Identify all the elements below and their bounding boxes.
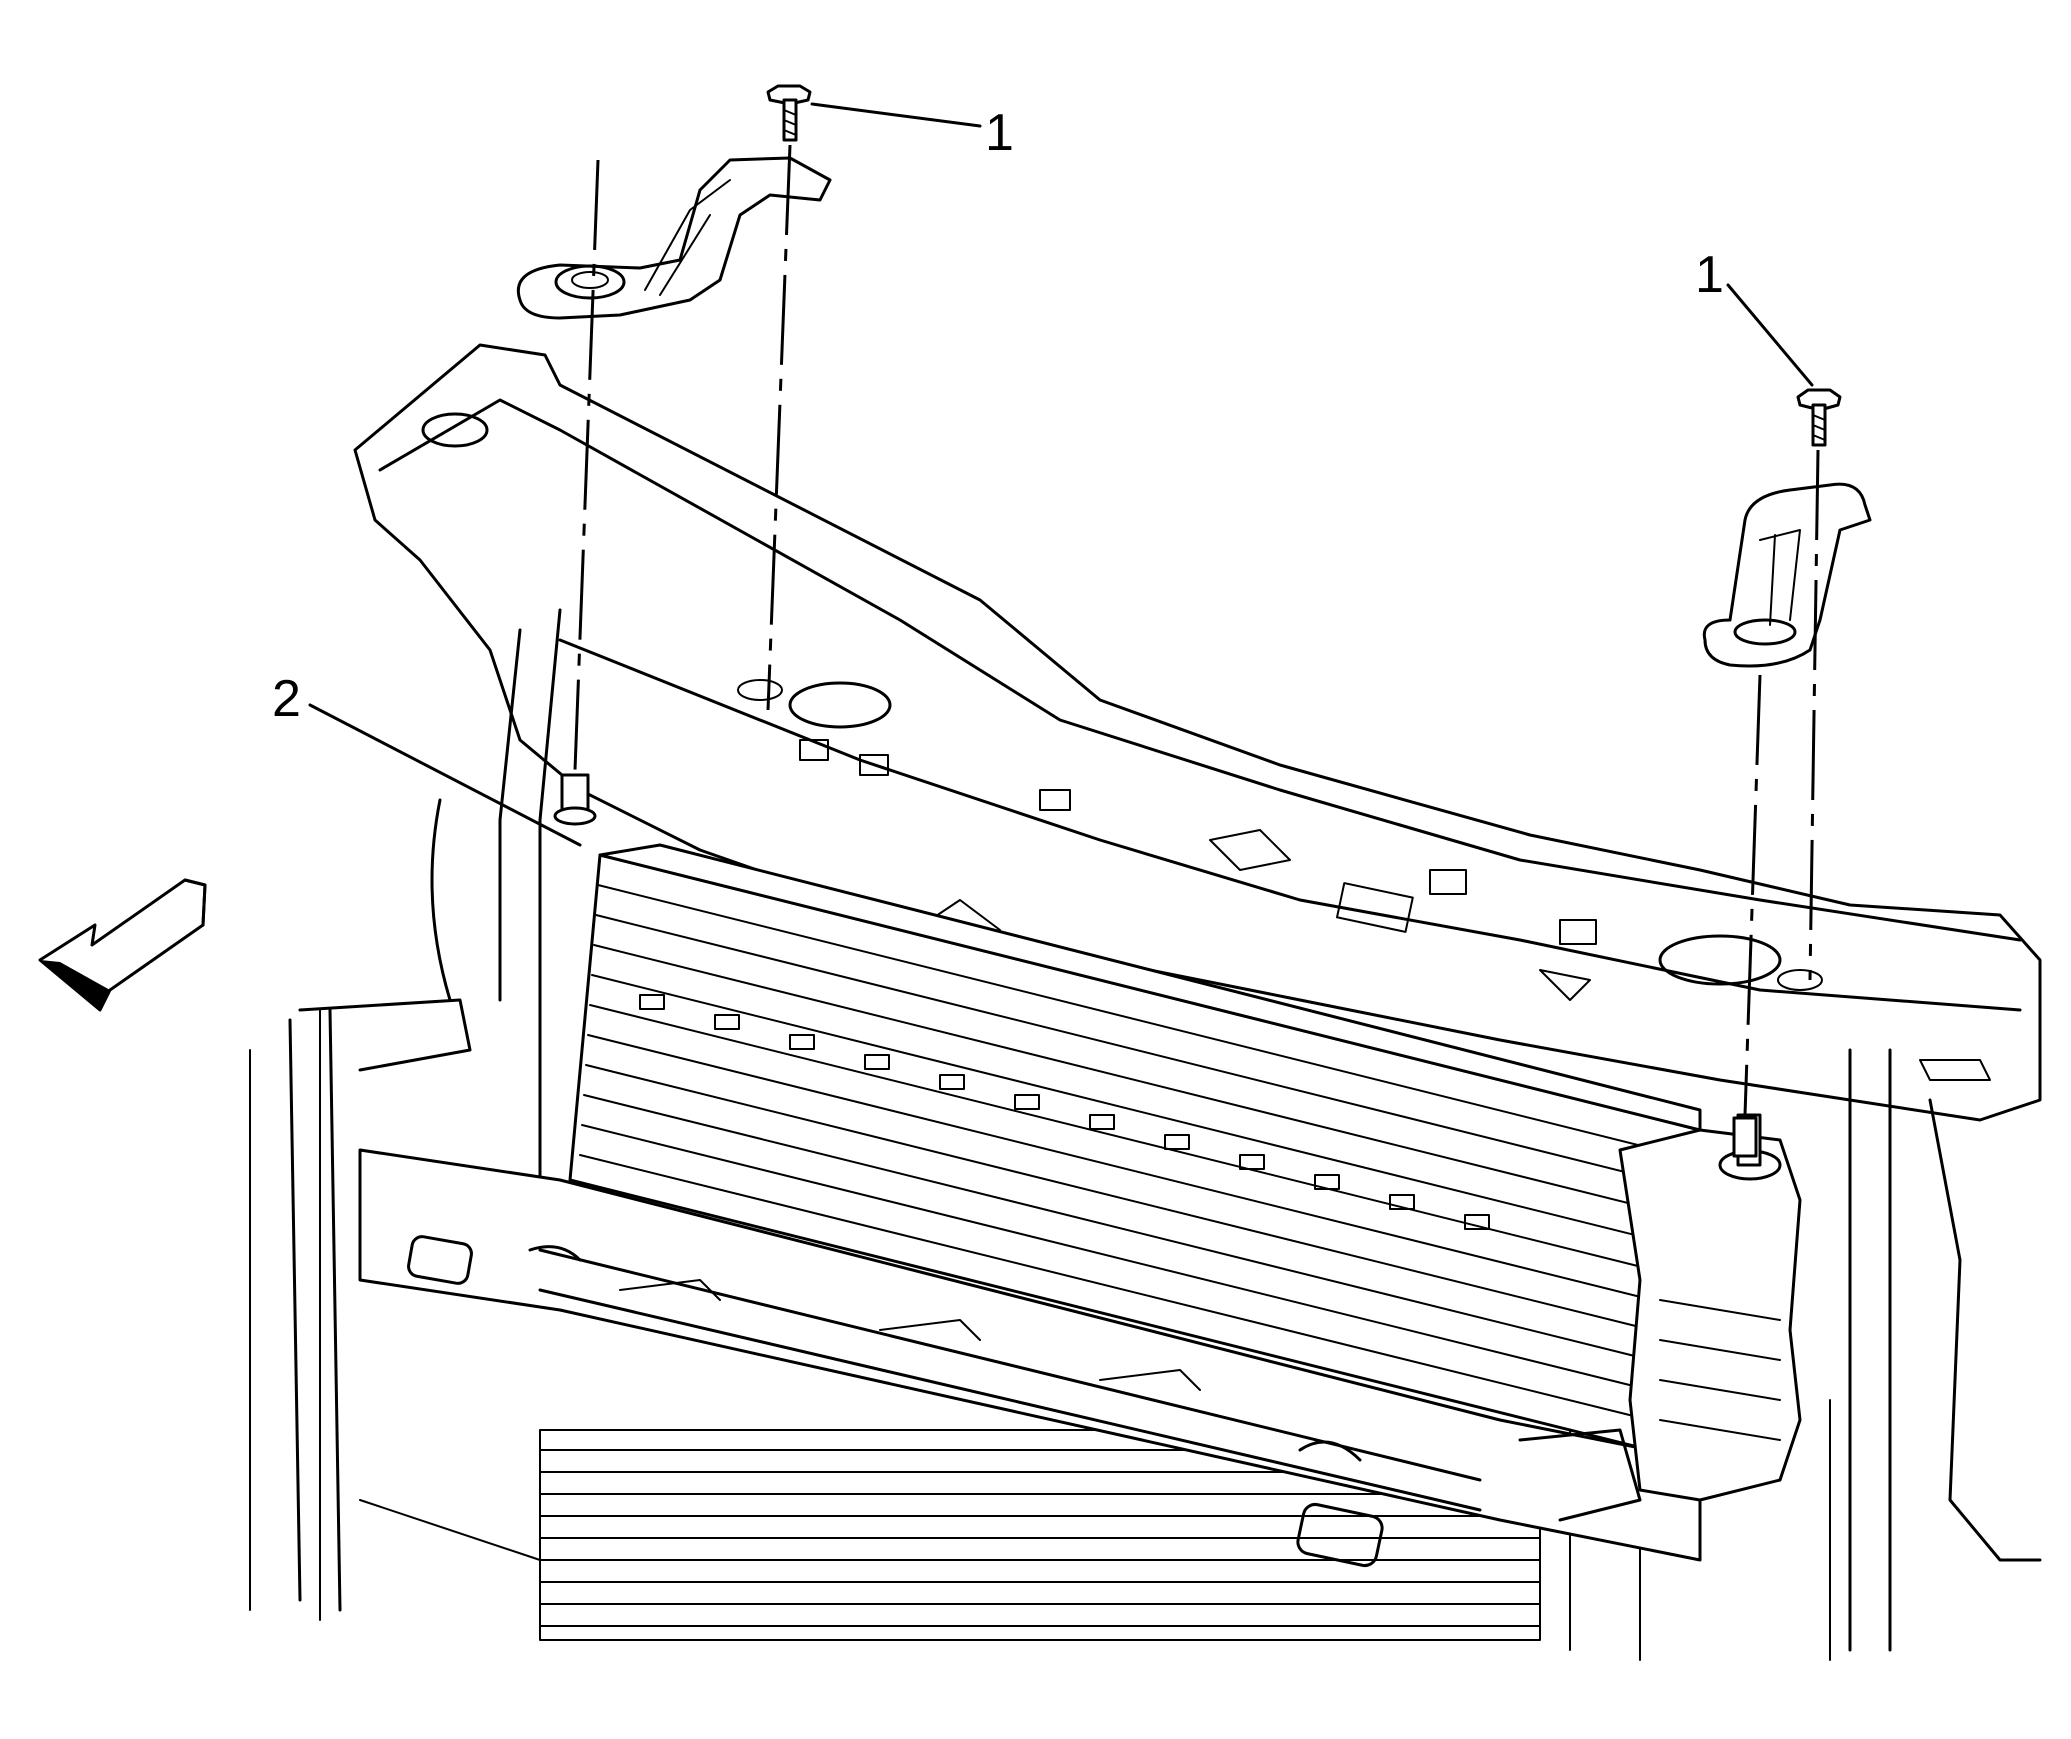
callout-2: 2 (272, 670, 301, 728)
left-bracket (517, 156, 832, 826)
alignment-lines (573, 144, 1820, 1116)
callout-1-top: 1 (985, 104, 1014, 162)
callout-leaders (308, 102, 1814, 847)
left-side-structure (288, 608, 562, 1612)
radiator-core (568, 843, 1702, 1462)
front-direction-arrow-icon (38, 878, 207, 1012)
callout-1-right: 1 (1695, 246, 1724, 304)
lower-crossmember (358, 1148, 1702, 1568)
upper-tie-bar (353, 343, 2042, 1122)
bolt-right (1796, 388, 1842, 447)
right-bracket (1702, 482, 1872, 1158)
bolt-top (766, 84, 812, 142)
